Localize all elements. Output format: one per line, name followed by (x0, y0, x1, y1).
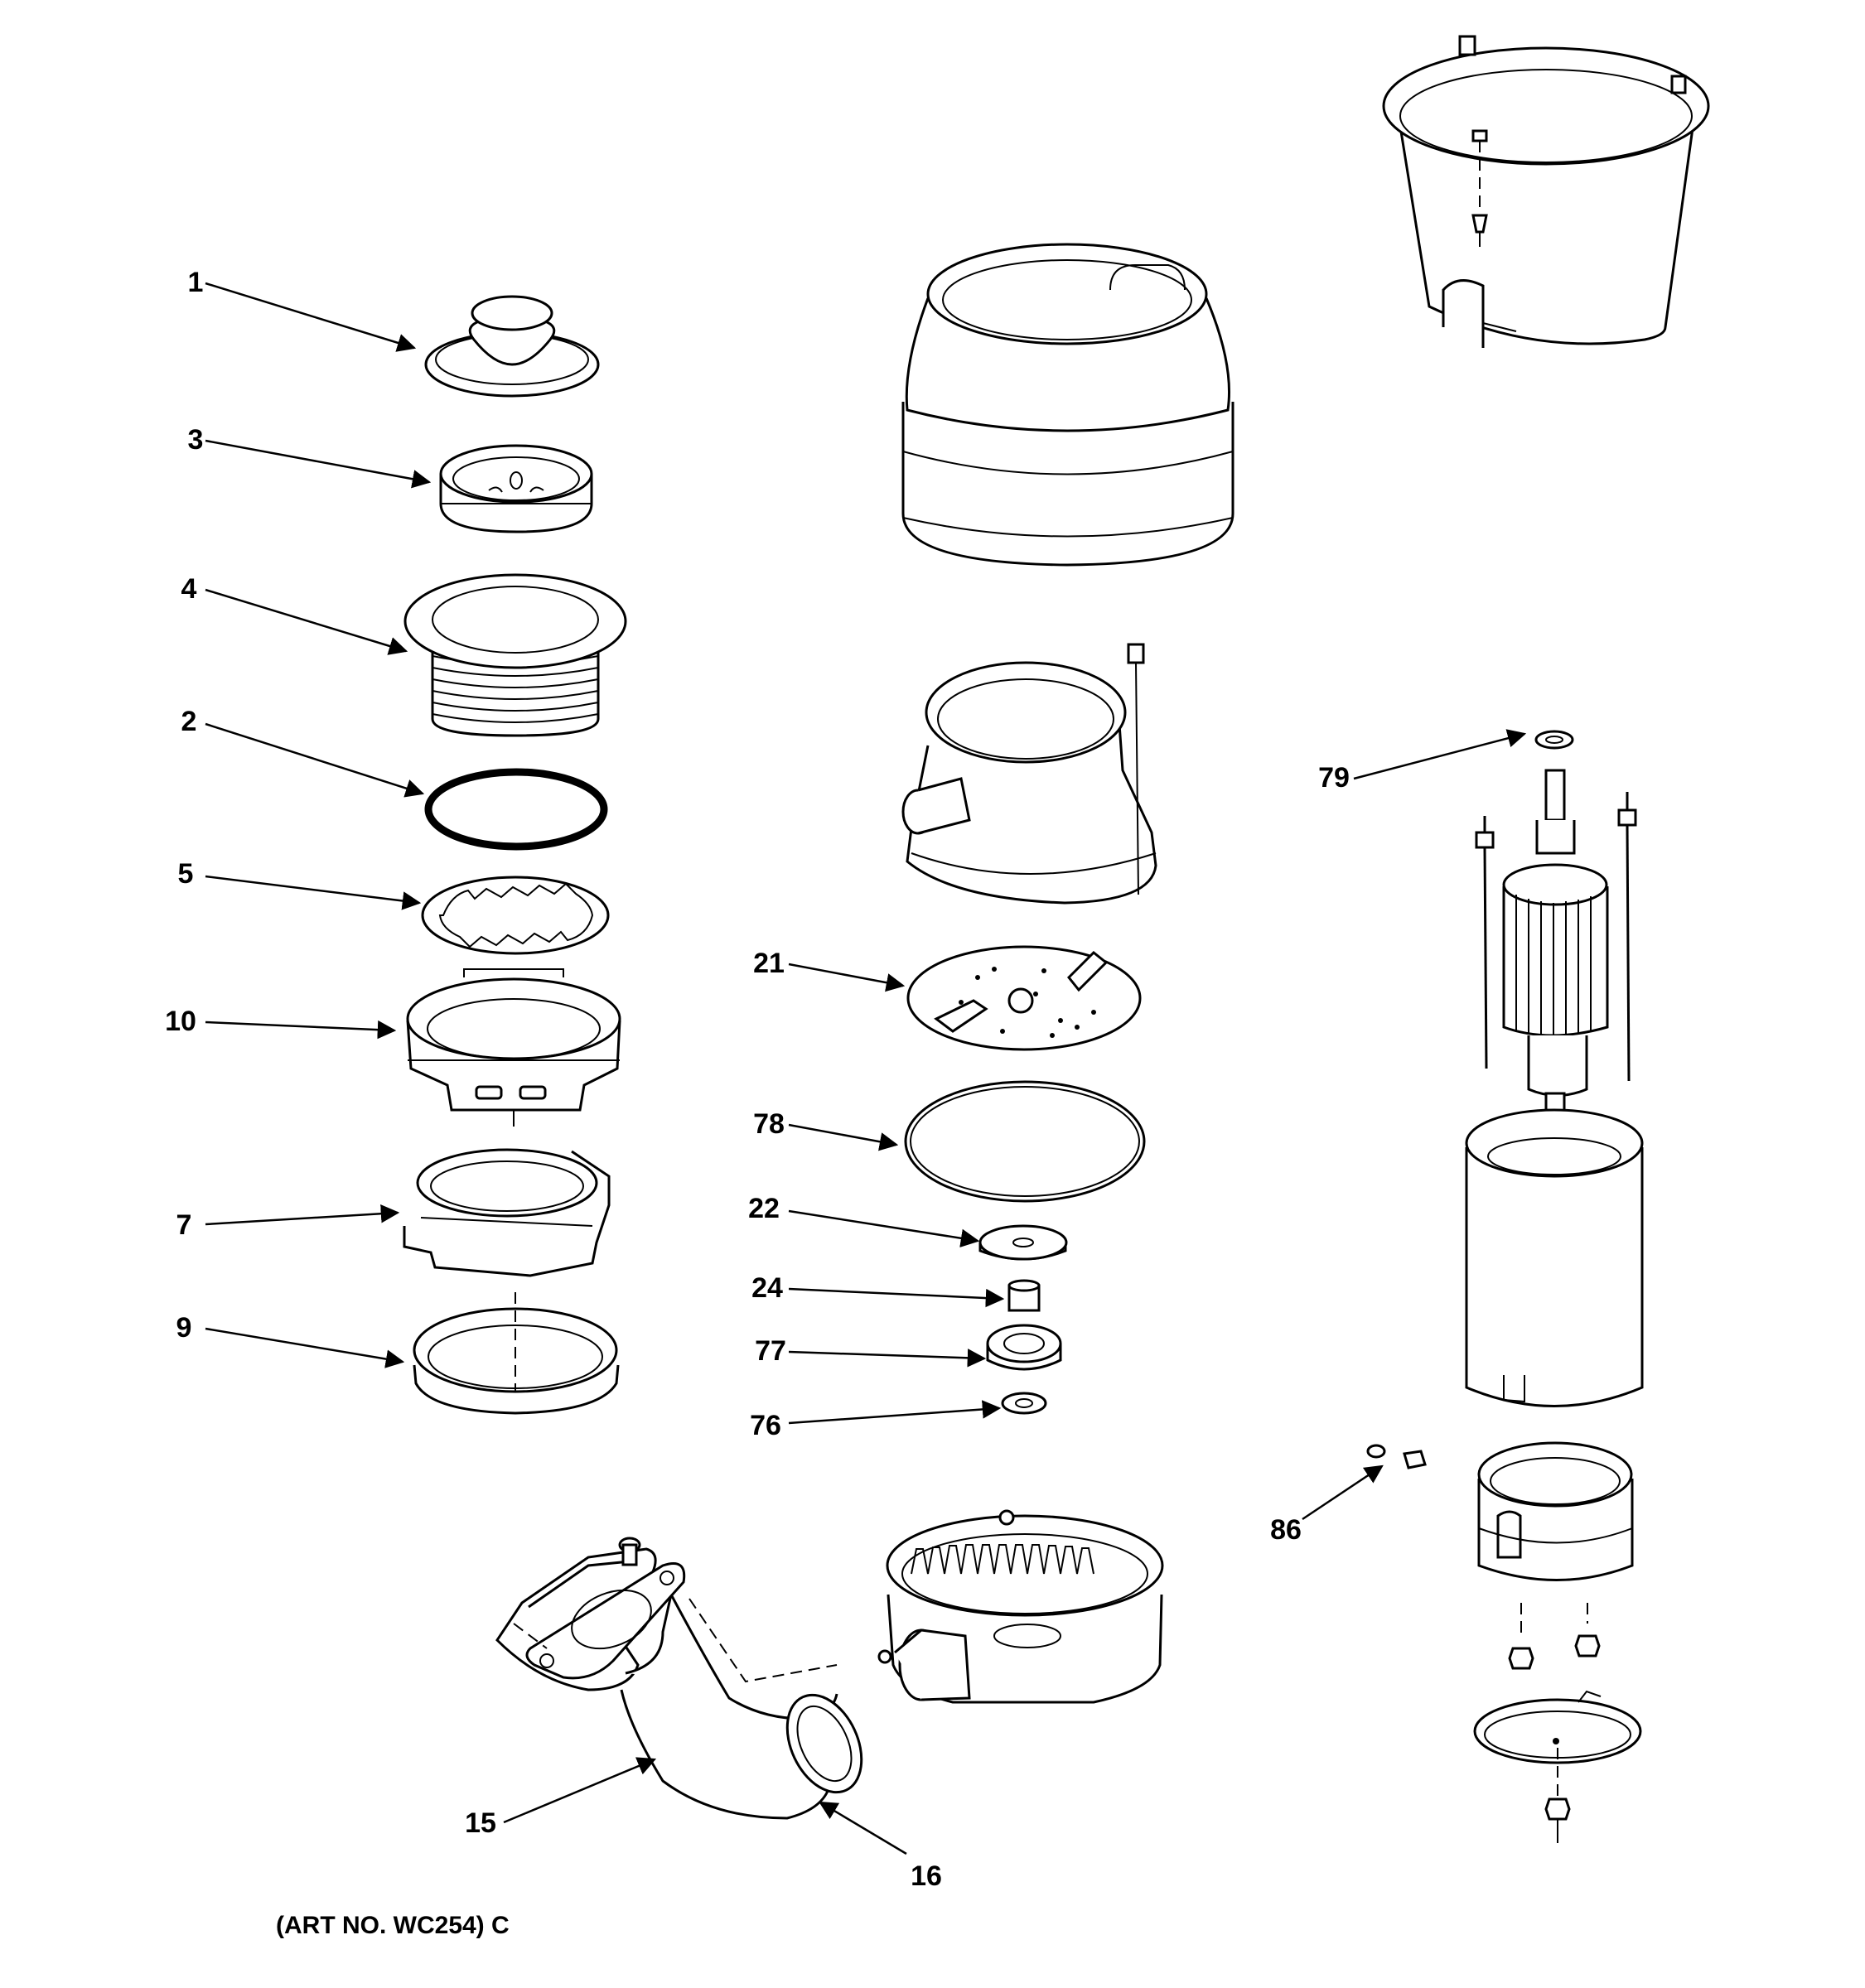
callout-16: 16 (911, 1860, 942, 1892)
art-number-caption: (ART NO. WC254) C (276, 1912, 510, 1939)
part-end-bell (1477, 1441, 1634, 1581)
part-9-lower-ring (413, 1307, 620, 1415)
part-grind-chamber (901, 661, 1157, 905)
part-21-turntable (906, 945, 1142, 1051)
part-rotor (1502, 769, 1609, 1120)
part-24-bushing (1007, 1279, 1041, 1312)
part-2-gasket (424, 768, 608, 851)
part-lower-housing (877, 1509, 1164, 1704)
callout-7: 7 (176, 1209, 192, 1241)
part-1-stopper (424, 295, 600, 398)
part-78-o-ring (904, 1080, 1146, 1203)
part-15-discharge-elbow (495, 1547, 863, 1820)
part-nut-right (1574, 1634, 1601, 1657)
callout-21: 21 (753, 948, 785, 979)
part-bottom-plate (1473, 1690, 1642, 1764)
part-10-mounting-ring (406, 968, 621, 1112)
callout-15: 15 (465, 1807, 496, 1839)
part-hopper-shell (901, 243, 1234, 567)
part-15-gasket-flange (525, 1562, 686, 1680)
part-77-bearing (986, 1324, 1062, 1371)
part-bottom-nut (1544, 1797, 1571, 1821)
part-22-washer (978, 1224, 1068, 1261)
callout-79: 79 (1318, 762, 1350, 794)
callout-77: 77 (755, 1335, 786, 1367)
callout-9: 9 (176, 1312, 192, 1344)
leader-lines (205, 282, 1527, 1855)
callout-78: 78 (753, 1108, 785, 1140)
part-7-upper-mount (403, 1148, 611, 1277)
part-5-backup-ring (421, 876, 610, 955)
part-through-bolt-left (1475, 816, 1495, 1069)
part-nut-left (1508, 1647, 1534, 1670)
part-outer-shell (1382, 35, 1710, 348)
part-4-sink-flange (403, 573, 627, 737)
part-stator-shell (1465, 1108, 1644, 1407)
callout-5: 5 (178, 858, 194, 890)
callout-3: 3 (188, 424, 204, 456)
part-screw (1127, 643, 1145, 895)
callout-76: 76 (750, 1410, 781, 1441)
part-through-bolt-right (1617, 792, 1637, 1082)
callout-24: 24 (751, 1272, 783, 1304)
part-79-washer (1534, 730, 1574, 750)
part-3-strainer (439, 444, 593, 533)
callout-10: 10 (165, 1006, 196, 1037)
callout-4: 4 (181, 573, 197, 605)
callout-86: 86 (1270, 1514, 1302, 1546)
part-15-bolt (618, 1537, 641, 1566)
part-86-clips (1366, 1444, 1427, 1469)
callout-labels: 1 3 4 2 5 10 7 9 21 78 22 24 77 76 79 86… (165, 267, 1350, 1892)
callout-1: 1 (188, 267, 204, 298)
part-76-small-washer (1001, 1392, 1047, 1415)
callout-22: 22 (748, 1193, 780, 1224)
callout-2: 2 (181, 706, 197, 737)
